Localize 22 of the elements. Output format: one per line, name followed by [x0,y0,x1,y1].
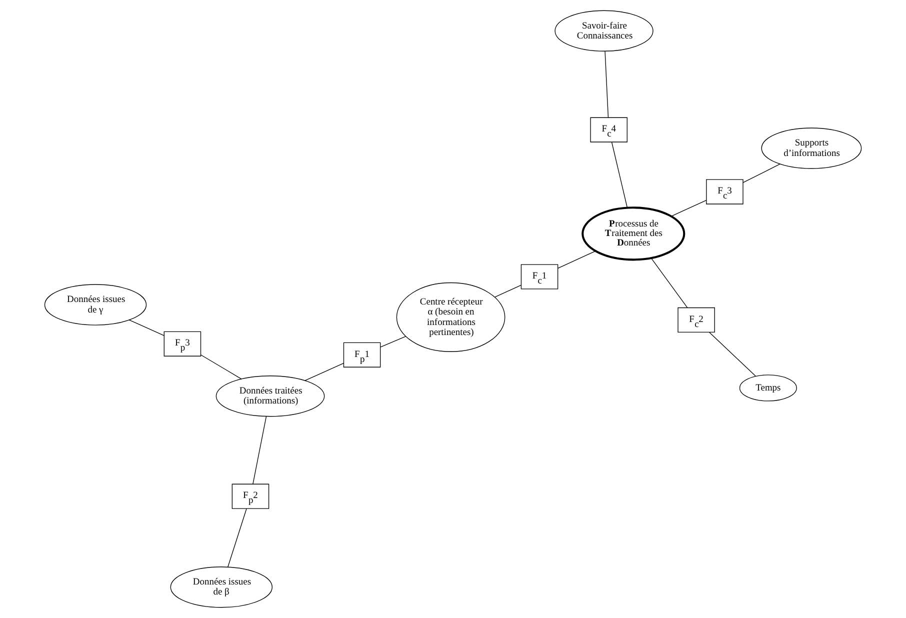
connector [304,362,344,381]
node-ellipse: Savoir-faire Connaissances [554,10,654,52]
connector [228,508,247,568]
connector [200,354,242,380]
node-ellipse: Processus de Traitement des Données [582,206,686,261]
connector [252,416,267,484]
connector [558,250,596,269]
connector [670,200,707,217]
connector [709,332,756,376]
connector [742,164,780,183]
connector [611,142,628,208]
node-ellipse: Temps [739,374,797,402]
connector [650,258,688,308]
node-ellipse: Centre récepteur α (besoin en informations pertinentes) [396,282,506,352]
connector [128,320,164,336]
node-ellipse: Données issues de β [170,566,272,608]
connector [604,50,609,118]
node-ellipse: Données traitées (informations) [216,376,325,417]
node-ellipse: Données issues de γ [44,284,147,326]
connector [380,336,406,348]
connector [494,284,522,298]
node-ellipse: Supports d’informations [761,128,862,169]
